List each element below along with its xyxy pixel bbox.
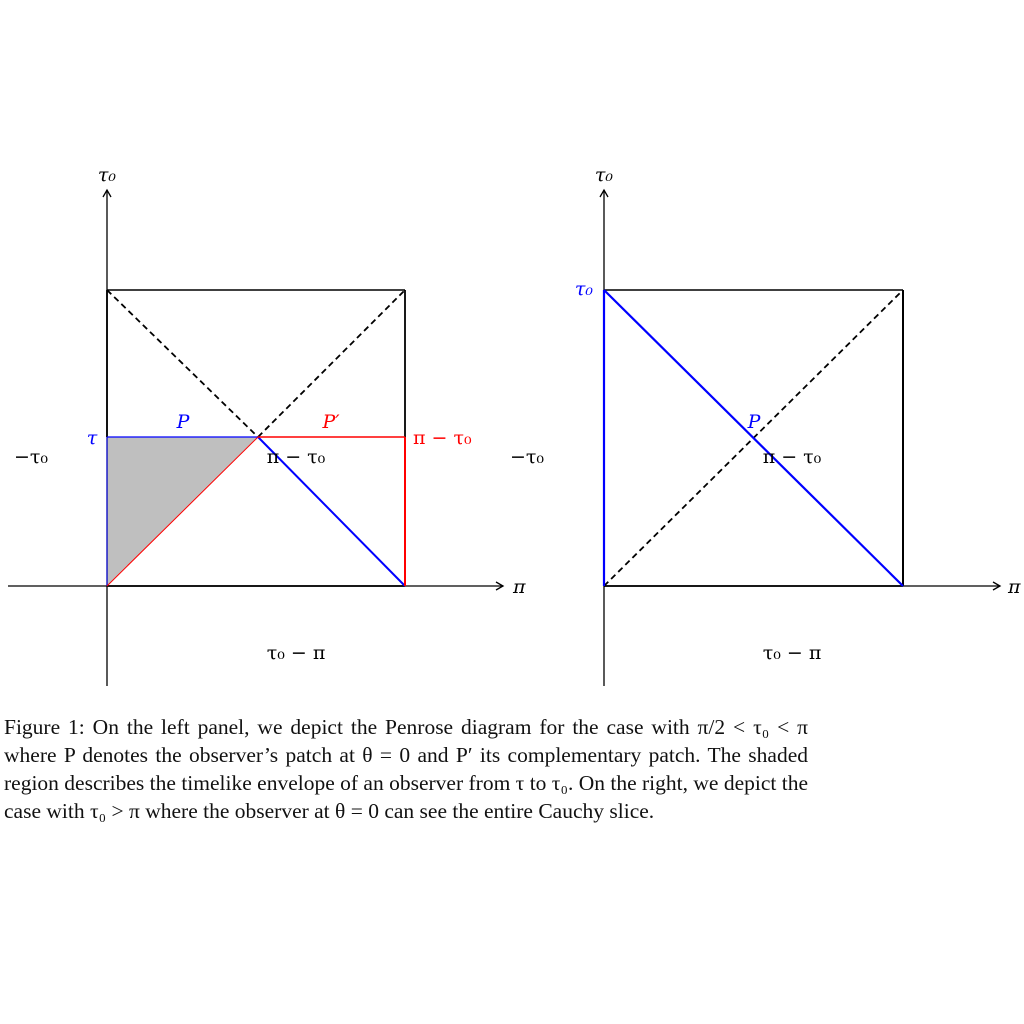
left-blue-diagonal	[257, 436, 406, 587]
right-axis-x-label: π	[1007, 576, 1021, 598]
left-panel: τ₀ π τ −τ₀ P P′ π − τ₀ π − τ₀ τ₀ − π	[8, 164, 526, 686]
left-patch-P-label: P	[176, 411, 191, 433]
left-tau-label: τ	[87, 427, 98, 449]
left-pi-minus-tau0-label: π − τ₀	[267, 446, 326, 468]
left-red-diagonal	[106, 436, 259, 587]
right-pi-minus-tau0-label: π − τ₀	[763, 446, 822, 468]
left-axis-y-label: τ₀	[98, 164, 117, 186]
right-blue-diagonal	[603, 289, 904, 587]
left-axis-x-label: π	[512, 576, 526, 598]
right-neg-tau0-label: −τ₀	[510, 446, 544, 468]
left-patch-Pprime-label: P′	[321, 411, 340, 433]
left-pi-minus-tau0-red-label: π − τ₀	[413, 427, 472, 449]
right-panel: τ₀ π τ₀ −τ₀ P π − τ₀ τ₀ − π	[510, 164, 1021, 686]
left-dashed-diagonal-up	[257, 289, 406, 438]
left-neg-tau0-label: −τ₀	[14, 446, 48, 468]
right-tau0-blue-label: τ₀	[575, 278, 594, 300]
left-tau0-minus-pi-label: τ₀ − π	[267, 642, 326, 664]
figure-caption: Figure 1: On the left panel, we depict t…	[4, 715, 808, 823]
right-patch-P-label: P	[747, 411, 762, 433]
right-tau0-minus-pi-label: τ₀ − π	[763, 642, 822, 664]
left-dashed-diagonal-down	[106, 289, 259, 438]
right-axis-y-label: τ₀	[595, 164, 614, 186]
